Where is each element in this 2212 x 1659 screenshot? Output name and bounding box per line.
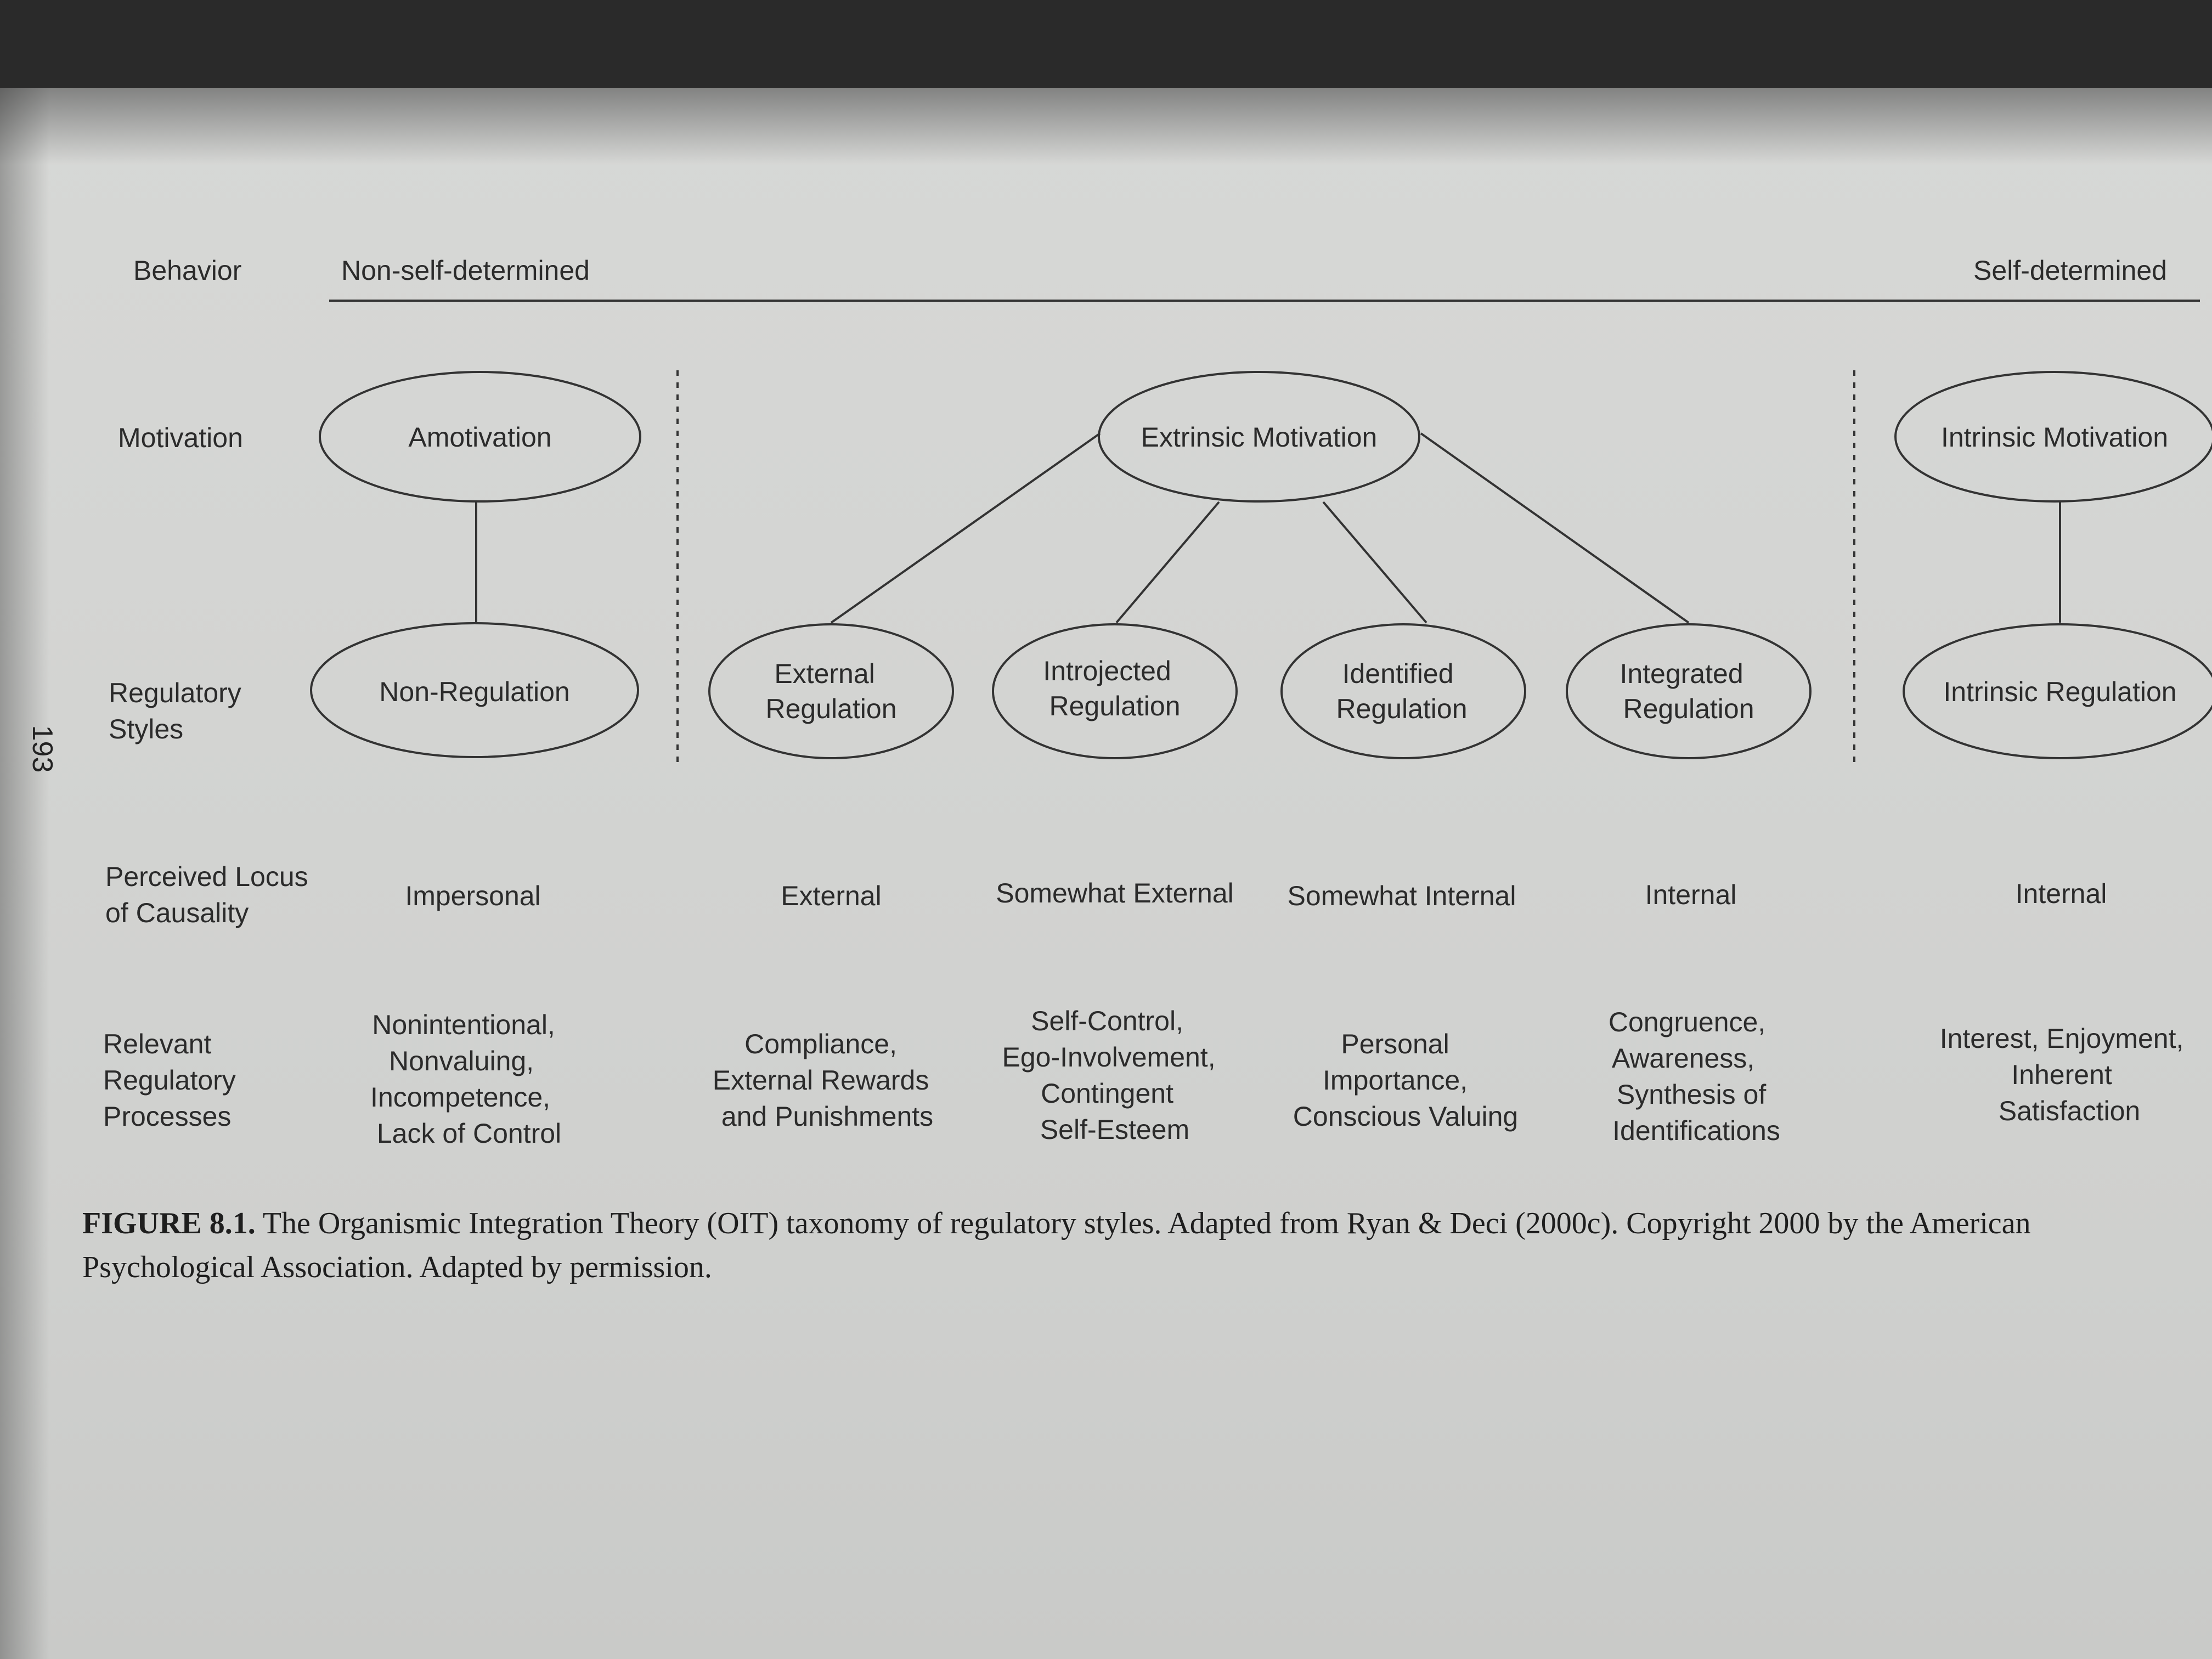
extrinsic-motivation-node <box>1098 371 1420 503</box>
non-self-determined-label: Non-self-determined <box>341 255 590 286</box>
processes-integrated: Congruence, Awareness, Synthesis of Iden… <box>1609 1007 1780 1146</box>
oit-taxonomy-diagram: Behavior Non-self-determined Self-determ… <box>103 255 2212 1149</box>
figure-caption: FIGURE 8.1. The Organismic Integration T… <box>82 1201 2200 1289</box>
processes-non-regulation: Nonintentional, Nonvaluing, Incompetence… <box>370 1009 563 1149</box>
external-regulation-node <box>708 623 954 759</box>
locus-row-label: Perceived Locus of Causality <box>105 861 316 928</box>
external-regulation-label: External Regulation <box>765 658 896 724</box>
locus-identified: Somewhat Internal <box>1288 881 1516 911</box>
self-determined-label: Self-determined <box>1973 255 2167 286</box>
extrinsic-motivation-label: Extrinsic Motivation <box>1141 422 1378 453</box>
figure-caption-text: The Organismic Integration Theory (OIT) … <box>82 1206 2031 1284</box>
connector-introjected <box>1115 501 1220 624</box>
intrinsic-regulation-label: Intrinsic Regulation <box>1943 676 2176 707</box>
non-regulation-node <box>310 622 639 758</box>
amotivation-node <box>319 371 641 503</box>
processes-row-label: Relevant Regulatory Processes <box>103 1029 244 1132</box>
integrated-regulation-label: Integrated Regulation <box>1620 658 1754 724</box>
introjected-regulation-label: Introjected Regulation <box>1043 656 1180 721</box>
intrinsic-motivation-label: Intrinsic Motivation <box>1941 422 2168 453</box>
processes-identified: Personal Importance, Conscious Valuing <box>1293 1029 1518 1132</box>
identified-regulation-label: Identified Regulation <box>1336 658 1467 724</box>
behavior-row-label: Behavior <box>133 255 241 286</box>
processes-intrinsic: Interest, Enjoyment, Inherent Satisfacti… <box>1940 1023 2192 1126</box>
book-page: Behavior Non-self-determined Self-determ… <box>0 88 2212 1659</box>
integrated-regulation-node <box>1566 623 1812 759</box>
motivation-row-label: Motivation <box>118 422 243 453</box>
amotivation-label: Amotivation <box>408 422 551 453</box>
identified-regulation-node <box>1280 623 1526 759</box>
locus-non-regulation: Impersonal <box>405 881 540 911</box>
locus-introjected: Somewhat External <box>996 878 1234 909</box>
figure-label: FIGURE 8.1. <box>82 1206 256 1240</box>
page-number: 193 <box>26 725 58 773</box>
connector-identified <box>1322 501 1427 624</box>
intrinsic-regulation-node <box>1903 623 2212 759</box>
connector-external <box>830 432 1101 624</box>
locus-integrated: Internal <box>1645 879 1737 910</box>
non-regulation-label: Non-Regulation <box>379 676 569 707</box>
locus-external: External <box>781 881 881 911</box>
locus-intrinsic: Internal <box>2016 878 2107 909</box>
processes-external: Compliance, External Rewards and Punishm… <box>713 1029 937 1132</box>
introjected-regulation-node <box>992 623 1238 759</box>
regulatory-styles-row-label: Regulatory Styles <box>109 678 249 744</box>
connector-integrated <box>1420 432 1690 624</box>
processes-introjected: Self-Control, Ego-Involvement, Contingen… <box>1002 1006 1223 1145</box>
intrinsic-motivation-node <box>1894 371 2212 503</box>
